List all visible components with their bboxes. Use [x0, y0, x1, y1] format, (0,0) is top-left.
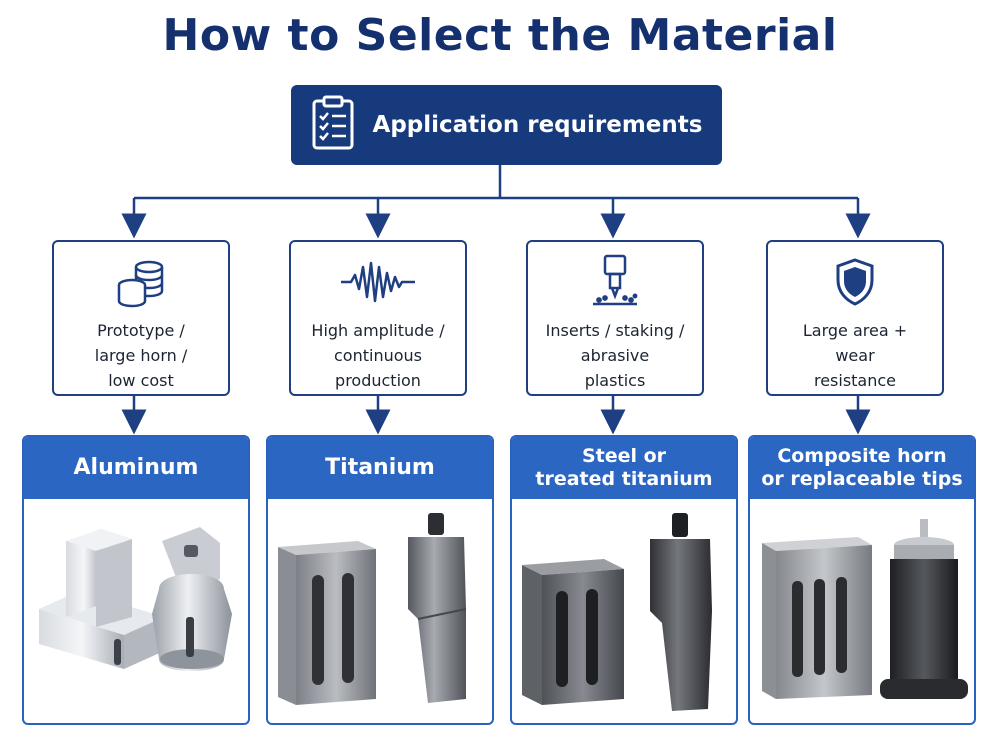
clipboard-checklist-icon [311, 95, 355, 155]
application-requirements-box: Application requirements [291, 85, 722, 165]
requirement-box-prototype: Prototype / large horn / low cost [52, 240, 230, 396]
material-header: Composite horn or replaceable tips [750, 437, 974, 499]
coin-stack-icon [115, 254, 167, 310]
requirement-text: Inserts / staking / abrasive plastics [545, 321, 685, 390]
material-card-composite: Composite horn or replaceable tips [748, 435, 976, 725]
aluminum-horns-image [39, 527, 232, 671]
sound-wave-icon [339, 254, 417, 310]
requirement-box-high-amplitude: High amplitude / continuous production [289, 240, 467, 396]
composite-horns-image [762, 519, 968, 699]
requirement-text: Prototype / large horn / low cost [94, 321, 188, 390]
requirement-text: High amplitude / continuous production [311, 321, 445, 390]
steel-horns-image [522, 513, 712, 711]
material-header: Titanium [268, 437, 492, 499]
material-header: Steel or treated titanium [512, 437, 736, 499]
shield-icon [835, 254, 875, 310]
requirement-box-large-area: Large area + wear resistance [766, 240, 944, 396]
material-card-aluminum: Aluminum [22, 435, 250, 725]
material-header: Aluminum [24, 437, 248, 499]
requirement-box-inserts: Inserts / staking / abrasive plastics [526, 240, 704, 396]
requirement-text: Large area + wear resistance [802, 321, 908, 390]
material-card-titanium: Titanium [266, 435, 494, 725]
material-card-steel: Steel or treated titanium [510, 435, 738, 725]
root-label: Application requirements [372, 112, 703, 138]
page-title: How to Select the Material [162, 10, 838, 61]
titanium-horns-image [278, 513, 467, 705]
drill-press-icon [589, 254, 641, 310]
